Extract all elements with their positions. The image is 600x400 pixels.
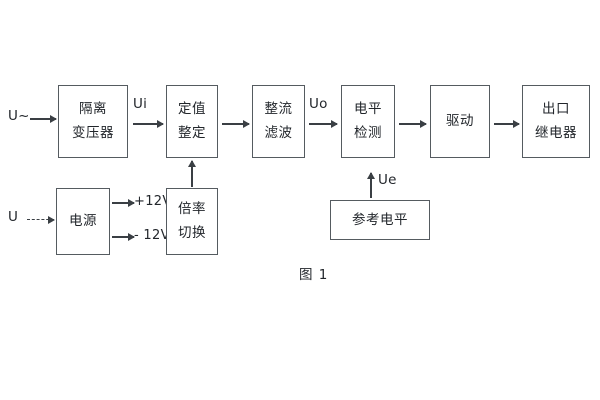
block-level-detection: 电平 检测 bbox=[341, 85, 395, 158]
arrow-level-detection-to-drive bbox=[399, 123, 426, 125]
block-rectify-filter-line2: 滤波 bbox=[264, 125, 293, 141]
arrow-setting-value-to-rectify-filter bbox=[222, 123, 249, 125]
arrow-ratio-switch-to-setting-value bbox=[191, 161, 193, 187]
block-drive: 驱动 bbox=[430, 85, 490, 158]
arrow-power-supply-pos12v bbox=[112, 202, 134, 204]
block-level-detection-line2: 检测 bbox=[354, 125, 382, 141]
signal-ui-label: Ui bbox=[133, 96, 148, 112]
block-isolation-transformer-line1: 隔离 bbox=[79, 101, 107, 118]
block-drive-line1: 驱动 bbox=[446, 113, 474, 130]
block-isolation-transformer-line2: 变压器 bbox=[72, 125, 114, 141]
block-ratio-switch-line2: 切换 bbox=[178, 225, 206, 241]
block-power-supply-line1: 电源 bbox=[69, 213, 97, 230]
block-setting-value-line2: 整定 bbox=[178, 125, 206, 141]
arrow-reference-level-to-level-detection bbox=[370, 173, 372, 198]
block-reference-level-line1: 参考电平 bbox=[352, 211, 408, 228]
rail-neg12v-label: - 12V bbox=[134, 228, 170, 243]
block-isolation-transformer: 隔离 变压器 bbox=[58, 85, 128, 158]
ac-input-label: U~ bbox=[8, 108, 30, 124]
arrow-rectify-filter-to-level-detection bbox=[309, 123, 337, 125]
rail-pos12v-label: +12V bbox=[134, 194, 172, 209]
block-ratio-switch: 倍率 切换 bbox=[166, 188, 218, 255]
block-setting-value: 定值 整定 bbox=[166, 85, 218, 158]
signal-uo-label: Uo bbox=[309, 96, 328, 112]
dc-input-label: U bbox=[8, 209, 19, 225]
arrow-power-supply-neg12v bbox=[112, 236, 134, 238]
signal-ue-label: Ue bbox=[378, 172, 397, 188]
block-ratio-switch-line1: 倍率 bbox=[178, 201, 206, 218]
block-output-relay-line1: 出口 bbox=[542, 101, 570, 118]
block-rectify-filter: 整流 滤波 bbox=[252, 85, 305, 158]
block-output-relay: 出口 继电器 bbox=[522, 85, 590, 158]
arrow-drive-to-output-relay bbox=[494, 123, 519, 125]
block-reference-level: 参考电平 bbox=[330, 200, 430, 240]
block-power-supply: 电源 bbox=[56, 188, 110, 255]
block-setting-value-line1: 定值 bbox=[178, 101, 206, 118]
arrow-ac-input-to-isolation-transformer bbox=[30, 118, 56, 120]
arrow-dc-input-to-power-supply bbox=[27, 219, 54, 220]
arrow-isolation-transformer-to-setting-value bbox=[133, 123, 163, 125]
block-level-detection-line1: 电平 bbox=[354, 101, 382, 118]
block-output-relay-line2: 继电器 bbox=[535, 125, 577, 141]
block-rectify-filter-line1: 整流 bbox=[264, 101, 293, 118]
figure-caption: 图 1 bbox=[299, 267, 329, 283]
